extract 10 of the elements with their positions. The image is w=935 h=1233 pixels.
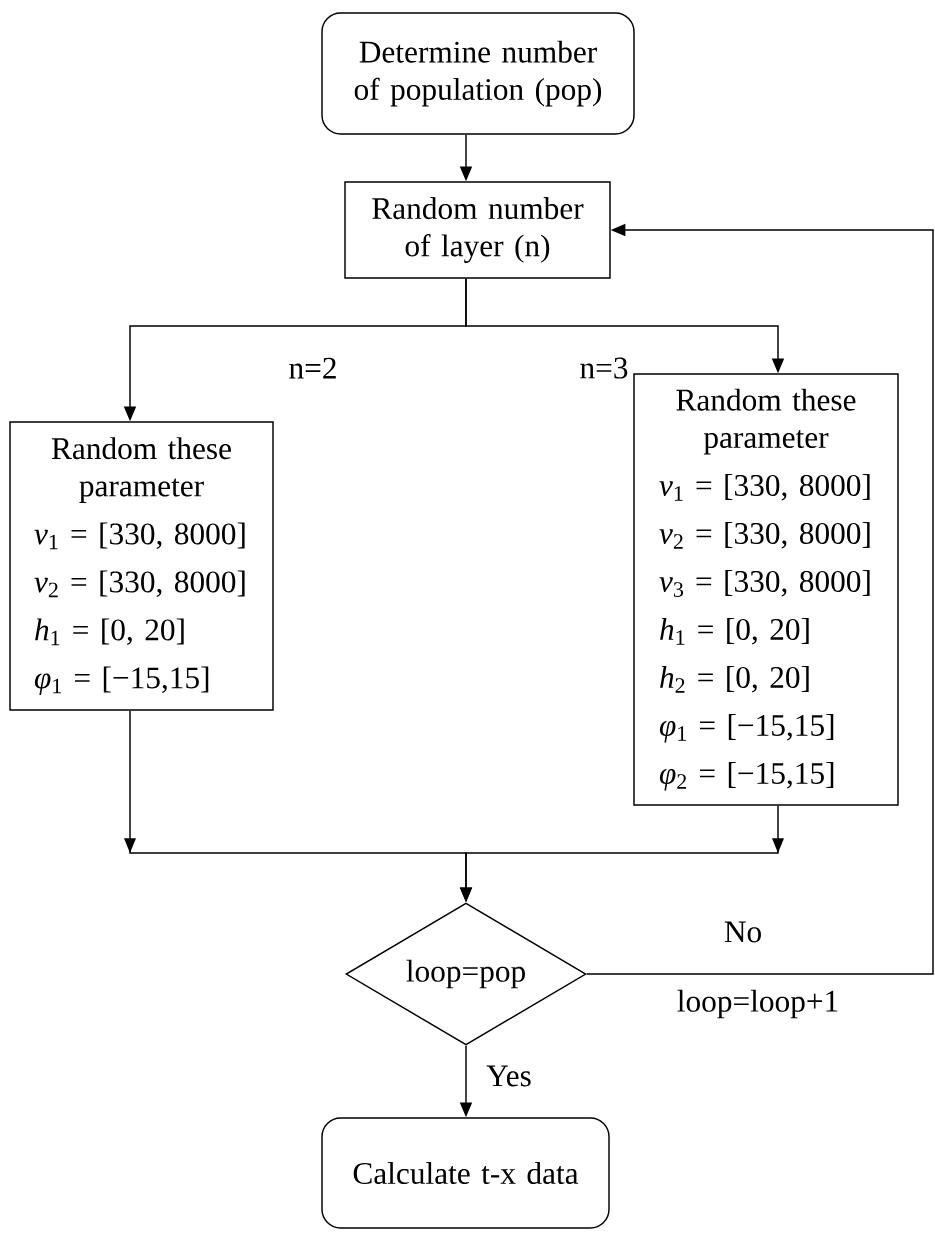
process-box: Random number of layer (n) — [344, 181, 611, 279]
edge-label: No — [722, 920, 764, 944]
edge-label: Yes — [484, 1064, 534, 1088]
terminal-box: Determine number of population (pop) — [321, 12, 635, 135]
edge-label: n=2 — [287, 356, 339, 380]
note-text: loop=loop+1 — [675, 988, 841, 1020]
process-box: Random these parameter v$_{1}$ = [330, 8000] v$_{2}$ = [330, 8000] h$_{1}$ = [0, 20] φ$_{1}$ = [−15,15] — [9, 421, 274, 711]
process-box: Random these parameter v$_{1}$ = [330, 8000] v$_{2}$ = [330, 8000] v$_{3}$ = [330, 8000] h$_{1}$ = [0, 20] h$_{2}$ = [0, 20] φ$_{1}$ = [−15,15] φ$_{2}$ = [−15,15] — [633, 373, 899, 806]
terminal-box: Calculate t-x data — [321, 1117, 610, 1229]
edge-label: n=3 — [578, 356, 630, 380]
